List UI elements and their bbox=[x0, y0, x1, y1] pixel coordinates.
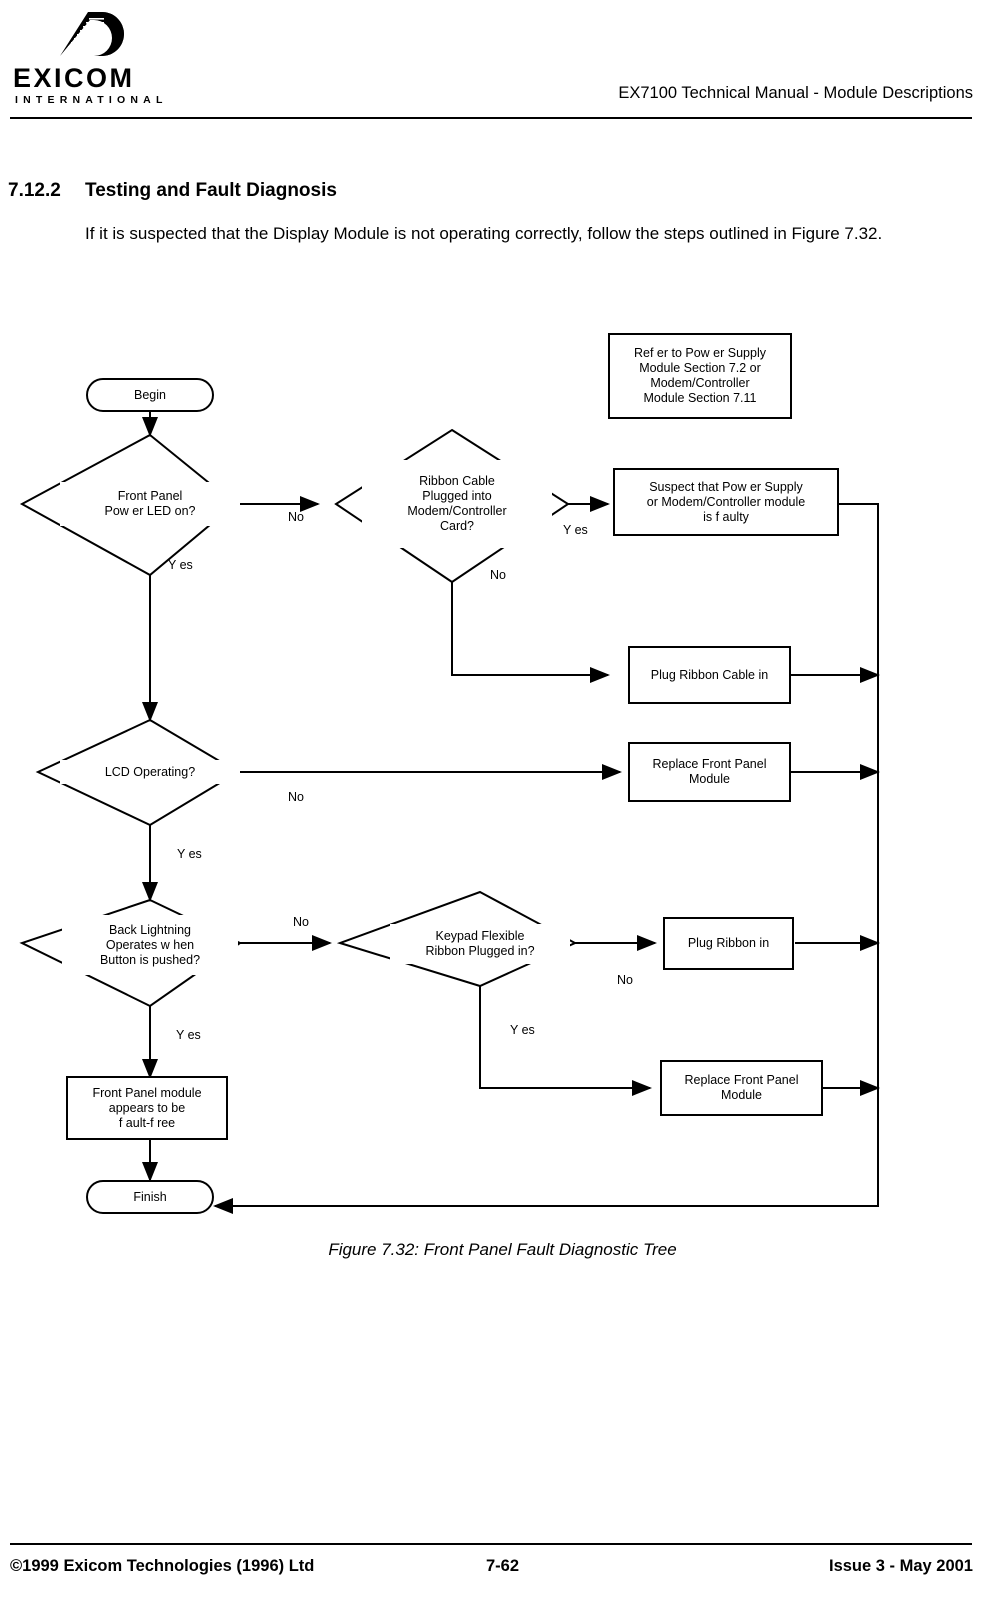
flow-node-replace-front-panel-2-label: Replace Front Panel Module bbox=[684, 1073, 799, 1102]
figure-caption: Figure 7.32: Front Panel Fault Diagnosti… bbox=[328, 1240, 677, 1259]
flow-node-plug-ribbon-cable-label: Plug Ribbon Cable in bbox=[650, 667, 769, 682]
flow-node-finish: Finish bbox=[86, 1180, 214, 1214]
header-divider bbox=[10, 117, 972, 119]
exicom-logo: EXICOM INTERNATIONAL bbox=[10, 8, 190, 108]
flow-node-lcd-operating: LCD Operating? bbox=[60, 760, 240, 784]
flow-node-ribbon-cable-label: Ribbon Cable Plugged into Modem/Controll… bbox=[407, 474, 507, 533]
flow-node-lcd-operating-label: LCD Operating? bbox=[104, 764, 196, 779]
edge-label-led-yes: Y es bbox=[168, 558, 193, 572]
flow-node-begin-label: Begin bbox=[134, 387, 166, 402]
flow-node-suspect-faulty: Suspect that Pow er Supply or Modem/Cont… bbox=[613, 468, 839, 536]
page-header: EXICOM INTERNATIONAL EX7100 Technical Ma… bbox=[0, 0, 1005, 130]
edge-label-backlight-yes: Y es bbox=[176, 1028, 201, 1042]
edge-label-backlight-no: No bbox=[293, 915, 309, 929]
flow-node-suspect-faulty-label: Suspect that Pow er Supply or Modem/Cont… bbox=[646, 479, 806, 524]
edge-label-lcd-yes: Y es bbox=[177, 847, 202, 861]
edge-label-ribbon-no: No bbox=[490, 568, 506, 582]
logo-mark-icon bbox=[60, 12, 124, 56]
flow-node-plug-ribbon-in: Plug Ribbon in bbox=[663, 917, 794, 970]
edge-label-lcd-no: No bbox=[288, 790, 304, 804]
edge-label-keypad-no: No bbox=[617, 973, 633, 987]
flow-node-replace-front-panel-1-label: Replace Front Panel Module bbox=[652, 757, 767, 786]
logo-wordmark: EXICOM bbox=[13, 63, 135, 93]
logo-subtitle: INTERNATIONAL bbox=[15, 94, 168, 106]
flow-node-fault-free-label: Front Panel module appears to be f ault-… bbox=[92, 1085, 202, 1130]
flow-node-plug-ribbon-cable: Plug Ribbon Cable in bbox=[628, 646, 791, 704]
edge-label-keypad-yes: Y es bbox=[510, 1023, 535, 1037]
flow-node-fault-free: Front Panel module appears to be f ault-… bbox=[66, 1076, 228, 1140]
flow-node-backlight-operates-label: Back Lightning Operates w hen Button is … bbox=[99, 922, 201, 967]
flow-node-begin: Begin bbox=[86, 378, 214, 412]
flow-node-backlight-operates: Back Lightning Operates w hen Button is … bbox=[62, 915, 238, 975]
flow-node-refer-sections: Ref er to Pow er Supply Module Section 7… bbox=[608, 333, 792, 419]
footer-copyright: ©1999 Exicom Technologies (1996) Ltd bbox=[10, 1557, 315, 1575]
header-title: EX7100 Technical Manual - Module Descrip… bbox=[618, 84, 973, 102]
footer-page-number: 7-62 bbox=[485, 1557, 520, 1575]
section-number: 7.12.2 bbox=[8, 180, 61, 201]
edge-label-ribbon-yes: Y es bbox=[563, 523, 588, 537]
flow-node-finish-label: Finish bbox=[133, 1189, 167, 1204]
flow-node-keypad-ribbon-label: Keypad Flexible Ribbon Plugged in? bbox=[425, 929, 535, 958]
flow-node-front-panel-led: Front Panel Pow er LED on? bbox=[60, 482, 240, 526]
footer-divider bbox=[10, 1543, 972, 1545]
flow-node-replace-front-panel-1: Replace Front Panel Module bbox=[628, 742, 791, 802]
flow-node-keypad-ribbon: Keypad Flexible Ribbon Plugged in? bbox=[390, 924, 570, 964]
section-paragraph: If it is suspected that the Display Modu… bbox=[85, 224, 883, 243]
footer-issue: Issue 3 - May 2001 bbox=[828, 1557, 973, 1575]
flow-node-ribbon-cable: Ribbon Cable Plugged into Modem/Controll… bbox=[362, 460, 552, 548]
flow-node-replace-front-panel-2: Replace Front Panel Module bbox=[660, 1060, 823, 1116]
flow-node-plug-ribbon-in-label: Plug Ribbon in bbox=[687, 936, 770, 950]
section-title: Testing and Fault Diagnosis bbox=[85, 180, 337, 201]
flow-node-front-panel-led-label: Front Panel Pow er LED on? bbox=[104, 489, 196, 518]
fault-diagnostic-flowchart: Begin Front Panel Pow er LED on? Ribbon … bbox=[0, 320, 1005, 1240]
flow-node-refer-sections-label: Ref er to Pow er Supply Module Section 7… bbox=[633, 346, 766, 405]
edge-label-led-no: No bbox=[288, 510, 304, 524]
